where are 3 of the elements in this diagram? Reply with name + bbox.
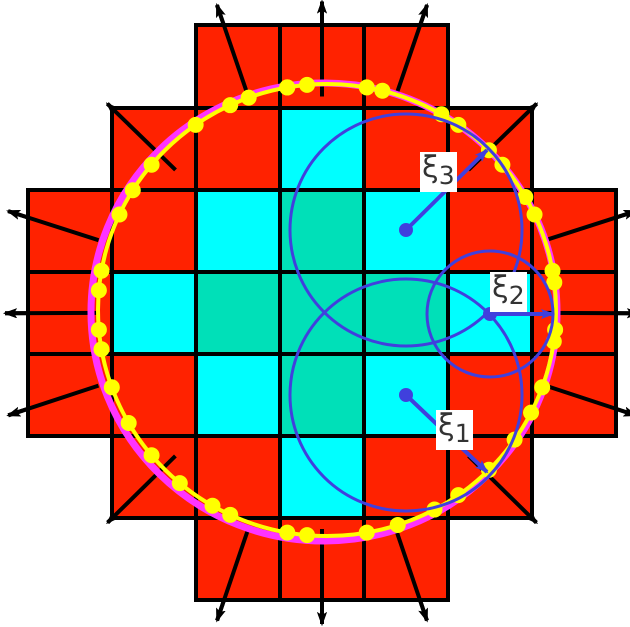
symbol-label: ξ$_{3}$ xyxy=(420,152,457,192)
symbol-label: ξ$_{2}$ xyxy=(490,272,527,312)
symbol-label: ξ$_{1}$ xyxy=(436,410,473,450)
